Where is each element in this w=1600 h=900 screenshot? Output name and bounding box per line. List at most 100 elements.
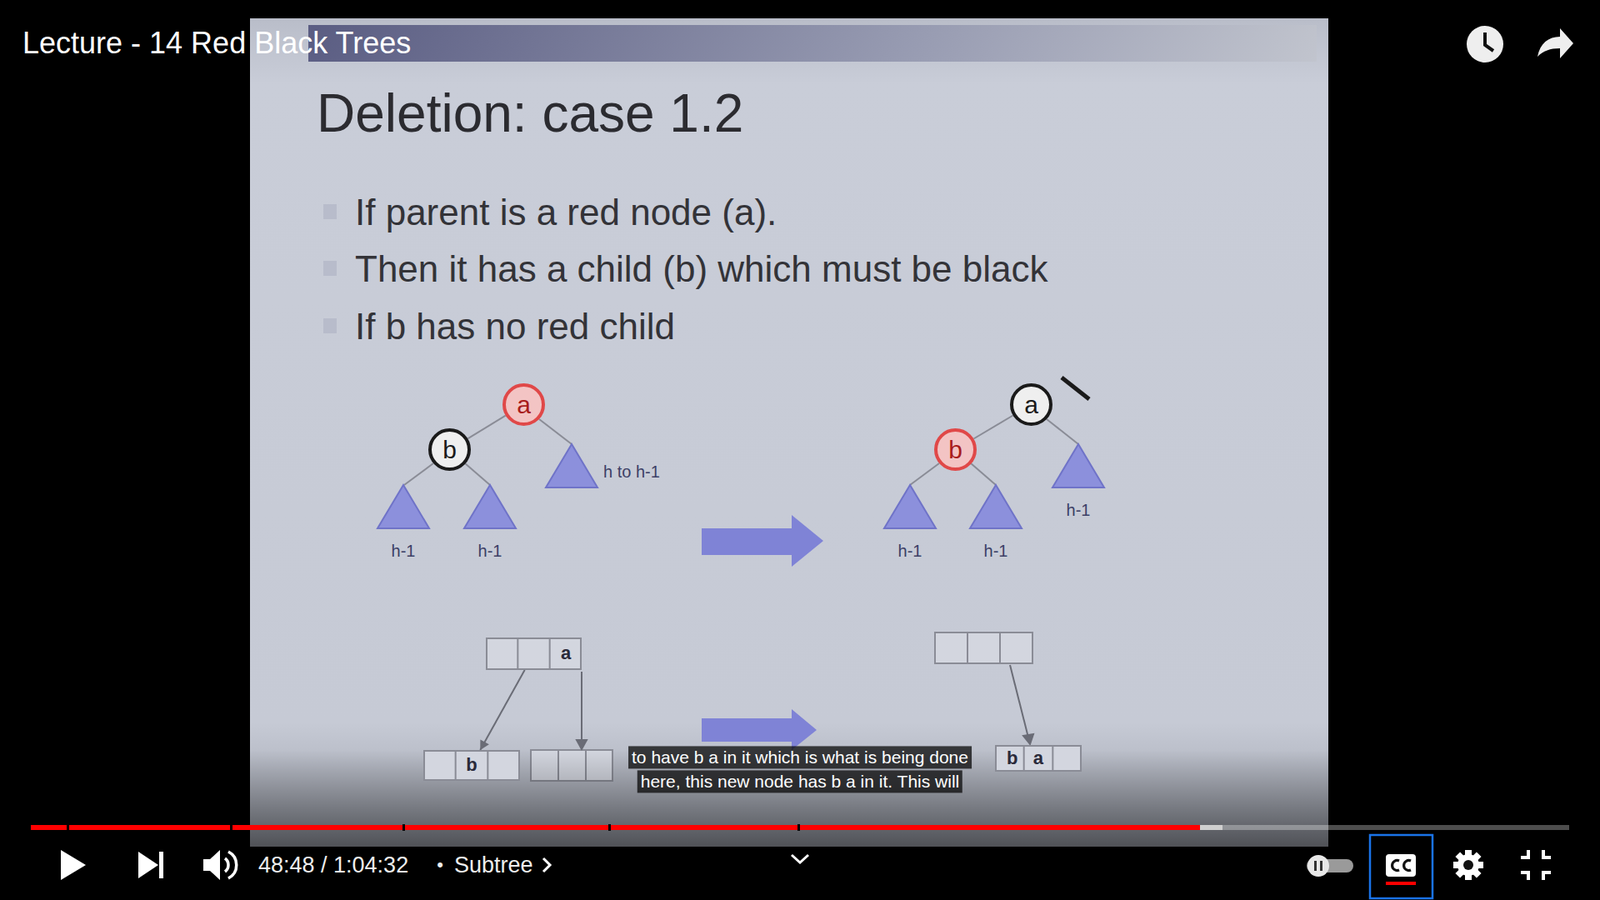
height-label: h to h-1 bbox=[603, 461, 660, 482]
subtree-triangle bbox=[970, 485, 1022, 529]
bullet-text: If b has no red child bbox=[355, 305, 675, 350]
volume-icon bbox=[203, 850, 220, 880]
settings-icon bbox=[1455, 851, 1481, 878]
captions-button bbox=[1404, 860, 1411, 871]
bullet-text: If parent is a red node (a). bbox=[355, 190, 777, 235]
tree-edge bbox=[480, 670, 525, 750]
chapter-chevron bbox=[543, 858, 550, 872]
autoplay-toggle bbox=[1320, 860, 1323, 871]
share-icon bbox=[1537, 28, 1574, 59]
progress-bar bbox=[30, 824, 1570, 831]
node-label: a bbox=[516, 390, 531, 419]
next-icon bbox=[159, 851, 164, 879]
subtree-triangle bbox=[464, 485, 516, 529]
subtree-triangle bbox=[545, 444, 598, 488]
circle-outline bbox=[1011, 385, 1051, 425]
progress-bar bbox=[608, 824, 611, 831]
controls-shade bbox=[0, 750, 1600, 900]
progress-bar bbox=[66, 824, 800, 831]
bullet-marks bbox=[323, 204, 337, 220]
height-label: h-1 bbox=[478, 540, 503, 561]
height-label: h-1 bbox=[391, 540, 416, 561]
tree-lines bbox=[910, 463, 940, 485]
height-label: h-1 bbox=[984, 540, 1009, 561]
bullet-text: Then it has a child (b) which must be bl… bbox=[355, 247, 1049, 292]
subtree-triangle bbox=[1052, 444, 1105, 488]
progress-bar bbox=[230, 824, 233, 831]
exit-fullscreen-icon bbox=[1520, 850, 1551, 880]
tree-edge bbox=[973, 415, 1013, 440]
pointer-line bbox=[576, 740, 587, 750]
subtitle-line: to have b a in it which is what is being… bbox=[628, 745, 972, 769]
subtree-triangle bbox=[884, 485, 936, 529]
progress-bar bbox=[797, 824, 800, 831]
bullet-marks bbox=[323, 260, 337, 276]
separator-dot: • bbox=[436, 854, 444, 876]
removed-mark bbox=[1061, 377, 1090, 400]
captions-button bbox=[1370, 835, 1433, 899]
cell-divider bbox=[455, 750, 457, 780]
captions-button bbox=[1370, 835, 1433, 899]
empty-key-box bbox=[966, 632, 969, 664]
subtree-triangle bbox=[377, 485, 430, 529]
tree-lines bbox=[465, 463, 490, 485]
transform-arrow bbox=[701, 515, 824, 750]
settings-icon bbox=[1453, 850, 1484, 880]
watch-later-icon bbox=[1466, 25, 1504, 63]
progress-bar bbox=[30, 825, 1570, 830]
circle-outline bbox=[504, 385, 544, 425]
captions-button bbox=[1385, 854, 1416, 877]
play-icon bbox=[60, 850, 86, 880]
next-icon bbox=[138, 851, 159, 879]
tree-edge bbox=[467, 415, 505, 440]
transform-arrow bbox=[701, 709, 817, 750]
cell-divider bbox=[486, 750, 489, 780]
tree-lines bbox=[1046, 419, 1079, 445]
box-outline bbox=[424, 750, 520, 780]
subtree-triangle bbox=[377, 444, 1105, 529]
tree-edge bbox=[973, 415, 1013, 440]
tree-lines bbox=[539, 419, 572, 445]
circle-outline bbox=[430, 430, 470, 470]
tree-lines bbox=[404, 419, 1079, 485]
exit-fullscreen-icon bbox=[1520, 872, 1529, 880]
height-label: h-1 bbox=[1066, 500, 1091, 520]
box-outline bbox=[486, 638, 581, 670]
subtitle-line: here, this new node has b a in it. This … bbox=[637, 770, 963, 793]
cell-divider bbox=[549, 638, 551, 670]
slide-title: Deletion: case 1.2 bbox=[316, 81, 744, 146]
height-label: h-1 bbox=[898, 540, 923, 561]
bullet-marks bbox=[323, 318, 337, 334]
tree-edge bbox=[467, 415, 505, 440]
slide-top-band bbox=[308, 25, 1317, 62]
exit-fullscreen-icon bbox=[1543, 850, 1551, 858]
volume-icon bbox=[203, 850, 237, 880]
tree-lines bbox=[970, 463, 996, 485]
tree-node-circle: b bbox=[934, 428, 977, 471]
tree-node-circle: a bbox=[502, 383, 545, 426]
captions-button bbox=[1392, 860, 1400, 871]
node-label: b a bbox=[1006, 748, 1044, 769]
tree-lines bbox=[404, 463, 434, 485]
slide-ground bbox=[250, 18, 1329, 847]
key-box: b a bbox=[995, 745, 1082, 772]
pointer-line bbox=[1023, 734, 1034, 745]
node-label: b bbox=[948, 435, 963, 464]
autoplay-toggle bbox=[1306, 855, 1354, 877]
progress-bar bbox=[30, 825, 1223, 830]
progress-bar bbox=[30, 825, 1200, 830]
time-display: 48:48 / 1:04:32 bbox=[258, 851, 409, 879]
pointer-line bbox=[580, 671, 583, 742]
video-title: Lecture - 14 Red Black Trees bbox=[22, 25, 411, 61]
tree-edge bbox=[480, 670, 525, 750]
autoplay-toggle bbox=[1314, 860, 1317, 871]
exit-fullscreen-icon bbox=[1520, 850, 1529, 858]
empty-key-box bbox=[935, 632, 1033, 664]
node-label: a bbox=[1024, 390, 1039, 419]
progress-bar bbox=[66, 824, 70, 831]
progress-bar bbox=[402, 824, 405, 831]
circle-outline bbox=[935, 430, 975, 470]
tree-node-circle: a bbox=[1010, 383, 1053, 426]
